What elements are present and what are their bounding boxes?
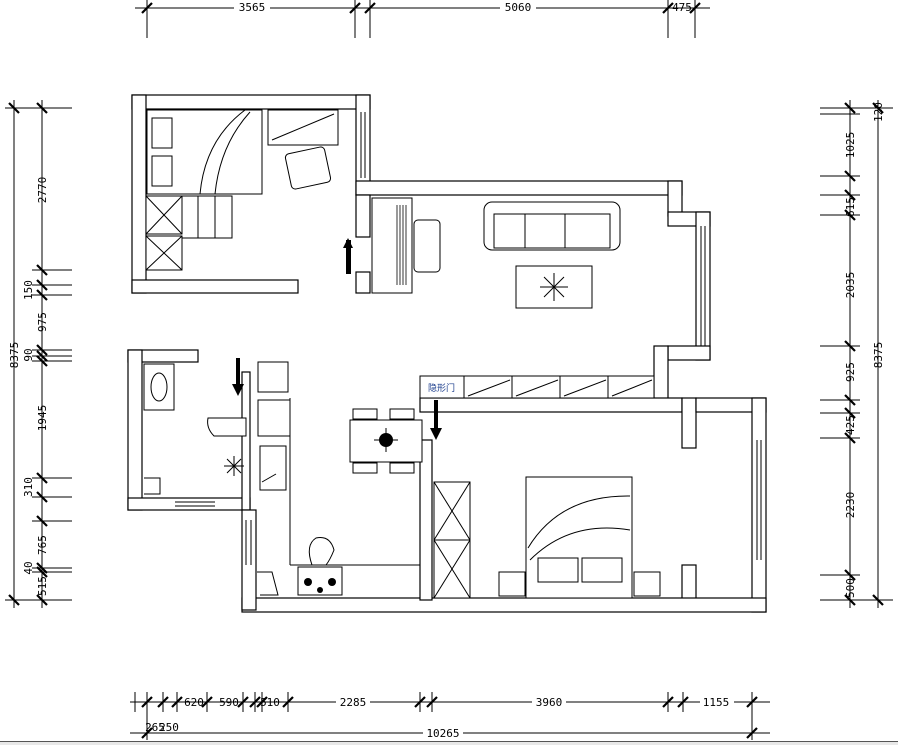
living-room-furniture: 隐形门 xyxy=(371,197,655,399)
dim-right-8: 500 xyxy=(844,578,857,598)
dimension-left: 8375 2770 150 975 90 1945 310 765 40 515 xyxy=(5,100,72,608)
sofa xyxy=(483,201,621,251)
dim-top-1: 3565 xyxy=(239,1,266,14)
dim-top-2: 5060 xyxy=(505,1,532,14)
dim-bottom-8: 250 xyxy=(159,721,179,734)
walls xyxy=(127,94,767,613)
dining-furniture xyxy=(349,408,423,474)
dim-right-3: 615 xyxy=(844,197,857,217)
sink xyxy=(259,445,287,491)
toilet xyxy=(207,417,247,437)
bedroom-1-furniture xyxy=(145,109,339,271)
door-arrow-icon xyxy=(236,358,240,388)
dim-right-6: 425 xyxy=(844,415,857,435)
dim-right-1: 120 xyxy=(872,102,885,122)
dim-right-total: 8375 xyxy=(872,342,885,369)
dim-top-3: 475 xyxy=(672,1,692,14)
bottom-edge xyxy=(0,741,898,745)
dim-bottom-7: 265 xyxy=(145,721,165,734)
dim-bottom-5: 3960 xyxy=(536,696,563,709)
door-arrow-icon xyxy=(434,400,438,430)
chair xyxy=(284,146,332,190)
dim-bottom-2: 590 xyxy=(219,696,239,709)
bedroom-2-furniture xyxy=(433,476,661,599)
dim-bottom-total: 10265 xyxy=(426,727,459,740)
piano xyxy=(371,197,413,294)
dim-bottom-4: 2285 xyxy=(340,696,367,709)
dim-left-3: 975 xyxy=(36,312,49,332)
dim-left-7: 765 xyxy=(36,535,49,555)
dim-left-4: 90 xyxy=(22,348,35,361)
dim-left-6: 310 xyxy=(22,477,35,497)
dim-right-5: 925 xyxy=(844,362,857,382)
dimension-right: 8375 120 1025 615 2035 925 425 2230 500 xyxy=(820,100,893,608)
refrigerator xyxy=(257,399,291,437)
washing-machine xyxy=(257,361,289,393)
nightstand xyxy=(633,571,661,597)
bathroom-fixtures xyxy=(143,361,289,495)
dimension-bottom: 620 590 510 2285 3960 1155 265 250 10265 xyxy=(130,692,770,740)
hidden-door-label: 隐形门 xyxy=(428,382,455,394)
door-arrow-icon xyxy=(346,240,351,274)
door-arrows xyxy=(232,238,442,440)
dim-left-2: 150 xyxy=(22,280,35,300)
piano-bench xyxy=(413,219,441,273)
dim-left-1: 2770 xyxy=(36,177,49,204)
dim-left-8: 40 xyxy=(22,561,35,574)
dim-right-2: 1025 xyxy=(844,132,857,159)
dimension-top: 3565 5060 475 xyxy=(135,0,710,38)
dim-left-5: 1945 xyxy=(36,405,49,432)
dim-bottom-6: 1155 xyxy=(703,696,730,709)
kitchen-fixtures xyxy=(257,399,343,596)
dim-right-7: 2230 xyxy=(844,492,857,519)
dim-right-4: 2035 xyxy=(844,272,857,299)
dim-left-9: 515 xyxy=(36,576,49,596)
dim-left-total: 8375 xyxy=(8,342,21,369)
dim-bottom-1: 620 xyxy=(184,696,204,709)
dim-bottom-3: 510 xyxy=(260,696,280,709)
nightstand xyxy=(498,571,526,597)
